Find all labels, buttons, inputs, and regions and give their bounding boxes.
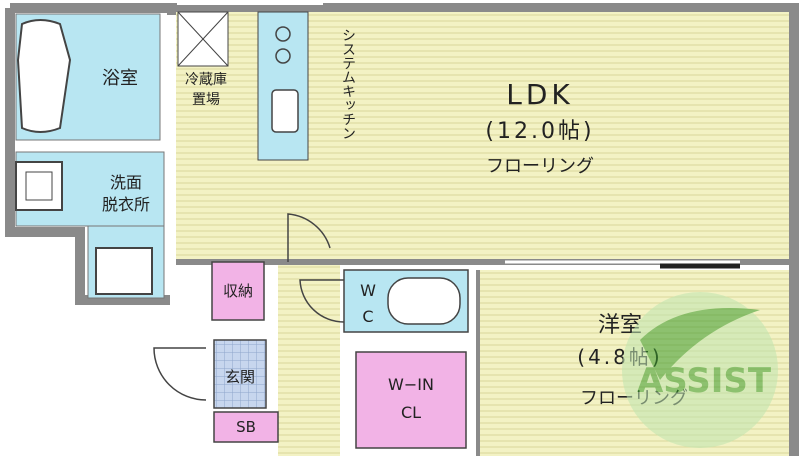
kitchen-sink-icon	[271, 89, 299, 133]
bath-label: 浴室	[102, 68, 138, 89]
toilet-icon	[387, 277, 461, 325]
storage-label: 収納	[223, 282, 253, 300]
stove-burner-icon	[275, 48, 291, 64]
entrance-door	[153, 347, 207, 401]
stove-burner-icon	[275, 26, 291, 42]
shoebox-label: SB	[236, 418, 256, 436]
bathtub-icon	[16, 19, 72, 133]
wc-label-1: W	[360, 281, 376, 300]
shoebox	[213, 411, 279, 443]
fridge-label-1: 冷蔵庫	[185, 71, 227, 88]
entrance-label: 玄関	[225, 368, 255, 386]
walkin-label-2: CL	[401, 403, 421, 422]
washroom-label-2: 脱衣所	[102, 195, 150, 214]
kitchen-counter	[257, 11, 309, 161]
washroom-label-1: 洗面	[110, 173, 142, 192]
walkin-label-1: W−IN	[388, 375, 434, 394]
walk-in-closet	[355, 351, 467, 449]
entrance	[213, 339, 267, 409]
fridge-label-2: 置場	[192, 92, 220, 108]
sink-icon	[95, 247, 153, 295]
washing-machine-icon	[15, 161, 63, 211]
hall-floor	[278, 260, 340, 456]
storage	[211, 261, 265, 321]
ldk-size: (12.0帖)	[485, 119, 594, 144]
wc-door	[299, 279, 345, 323]
logo-text: ASSIST	[637, 361, 772, 401]
ldk-floor: フローリング	[486, 156, 594, 177]
walls	[5, 3, 799, 456]
assist-logo: ASSIST	[622, 292, 778, 448]
ldk-title: LDK	[506, 78, 574, 111]
wc-label-2: C	[362, 307, 373, 326]
ldk-door	[287, 213, 331, 262]
